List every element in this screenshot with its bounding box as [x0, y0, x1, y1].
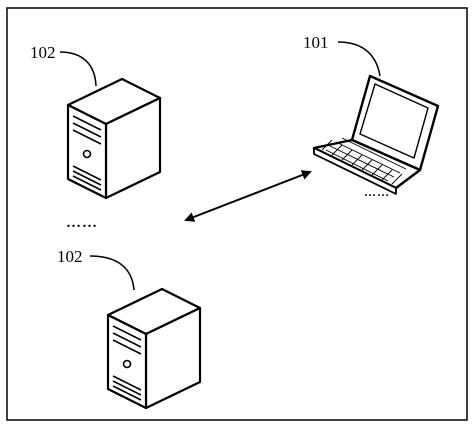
callout-line-server-top	[59, 51, 97, 87]
server-top-icon	[66, 77, 162, 200]
laptop-icon	[312, 74, 440, 195]
ellipsis-left: ……	[66, 215, 98, 231]
ellipsis-laptop: ……	[364, 185, 390, 199]
diagram-border	[6, 7, 468, 421]
label-server-top: 102	[30, 43, 56, 62]
label-laptop: 101	[303, 33, 329, 52]
callout-line-server-bottom	[89, 255, 135, 291]
label-server-bottom: 102	[57, 247, 83, 266]
bidirectional-arrow	[184, 170, 312, 222]
server-bottom-icon	[106, 287, 202, 410]
callout-line-laptop	[337, 41, 381, 77]
